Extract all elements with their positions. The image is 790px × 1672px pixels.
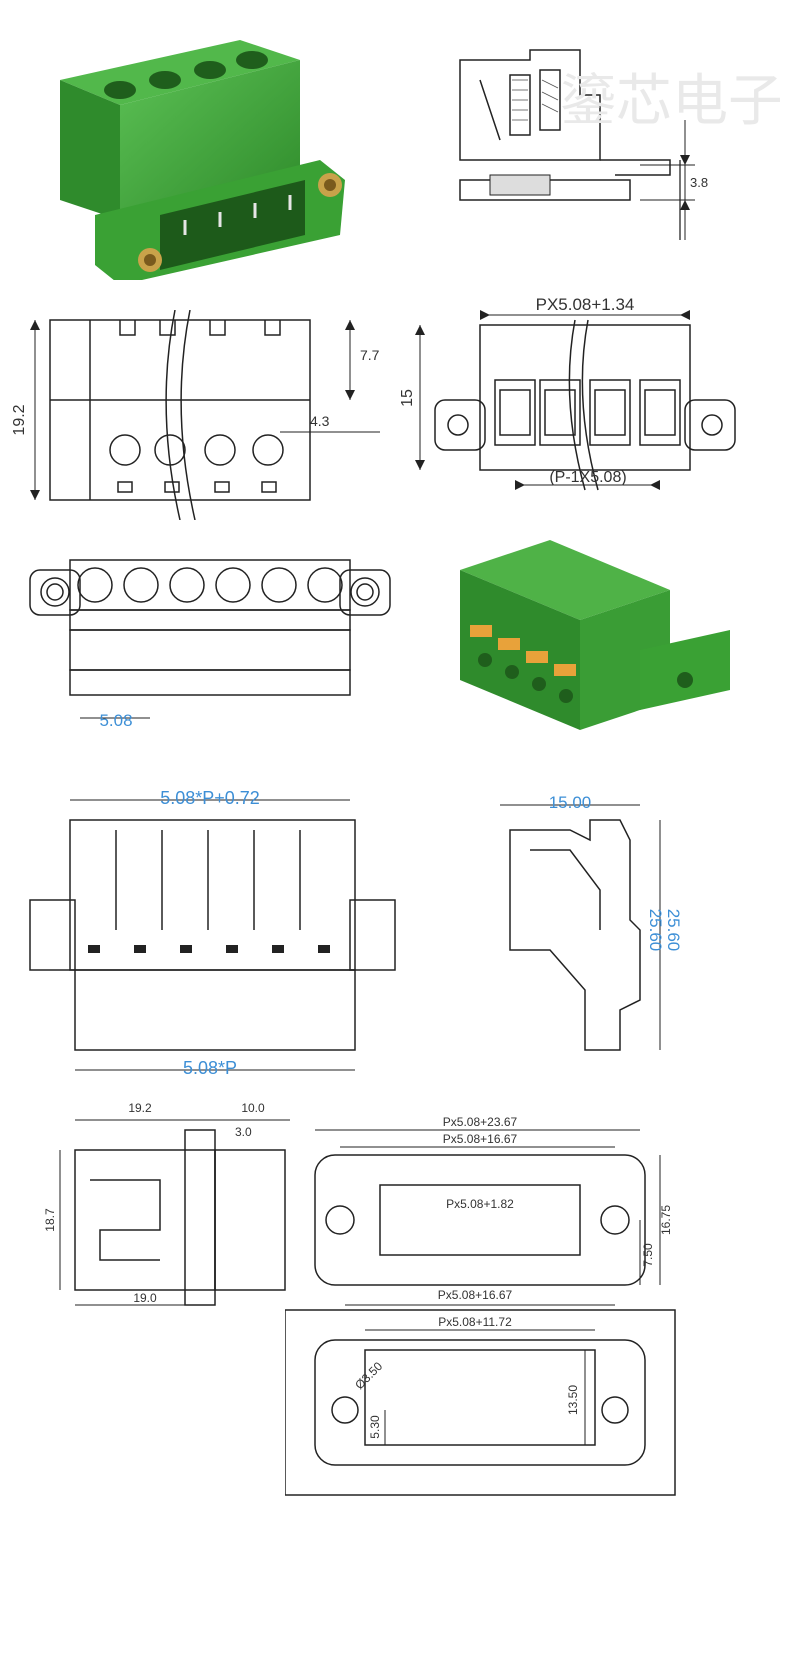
dim-label: (P-1X5.08) [549,469,626,486]
dim-label: Px5.08+16.67 [438,1288,513,1302]
plug-photo [440,530,760,750]
connector-header-photo [40,20,370,280]
dim-label: 3.0 [235,1125,252,1139]
plug-front-drawing: 5.08 [20,550,400,740]
dim-label: 25.60 [664,909,683,952]
side-section-drawing: 3.8 [440,40,760,260]
dim-label: 3.8 [690,175,708,190]
watermark-text: 鎏芯电子 [560,69,780,134]
panel-flange-drawing: Px5.08+23.67 Px5.08+16.67 Px5.08+1.82 16… [310,1115,780,1295]
dim-label: Px5.08+1.82 [446,1197,514,1211]
dim-label: 15 [400,389,416,407]
dim-label: 13.50 [566,1385,580,1415]
dim-label: Px5.08+16.67 [443,1132,518,1146]
plug-side-section-drawing: 15.00 25.60 25.60 [490,780,760,1080]
dim-label: 5.30 [368,1415,382,1439]
dim-label: 25.60 [646,909,665,952]
dim-label: 15.00 [549,793,592,812]
dim-label: 7.50 [641,1243,655,1267]
dim-label: 19.2 [11,404,28,435]
dim-label: 19.2 [128,1101,152,1115]
watermark: 鎏芯电子 [560,60,780,140]
dim-label: 7.7 [360,347,380,363]
dim-label: 5.08*P [183,1058,237,1078]
plug-top-drawing: 5.08*P+0.72 5.08*P [20,780,410,1080]
dim-label: 5.08 [99,711,132,730]
dim-label: 19.0 [133,1291,157,1305]
panel-cutout-drawing: Px5.08+16.67 Px5.08+11.72 Ø3.50 13.50 5.… [285,1285,765,1500]
dim-label: 5.08*P+0.72 [160,788,260,808]
face-view-drawing: PX5.08+1.34 15 (P-1X5.08) [400,290,780,510]
dim-label: PX5.08+1.34 [536,295,635,314]
dim-label: 10.0 [241,1101,265,1115]
panel-side-drawing: 19.2 10.0 3.0 18.7 19.0 [40,1090,300,1320]
dim-label: Ø3.50 [352,1359,385,1392]
dim-label: Px5.08+11.72 [438,1315,512,1329]
dim-label: 4.3 [310,413,330,429]
dim-label: 18.7 [43,1208,57,1232]
dim-label: 16.75 [659,1205,673,1235]
front-view-drawing: 19.2 7.7 4.3 [10,310,390,520]
dim-label: Px5.08+23.67 [443,1115,518,1129]
